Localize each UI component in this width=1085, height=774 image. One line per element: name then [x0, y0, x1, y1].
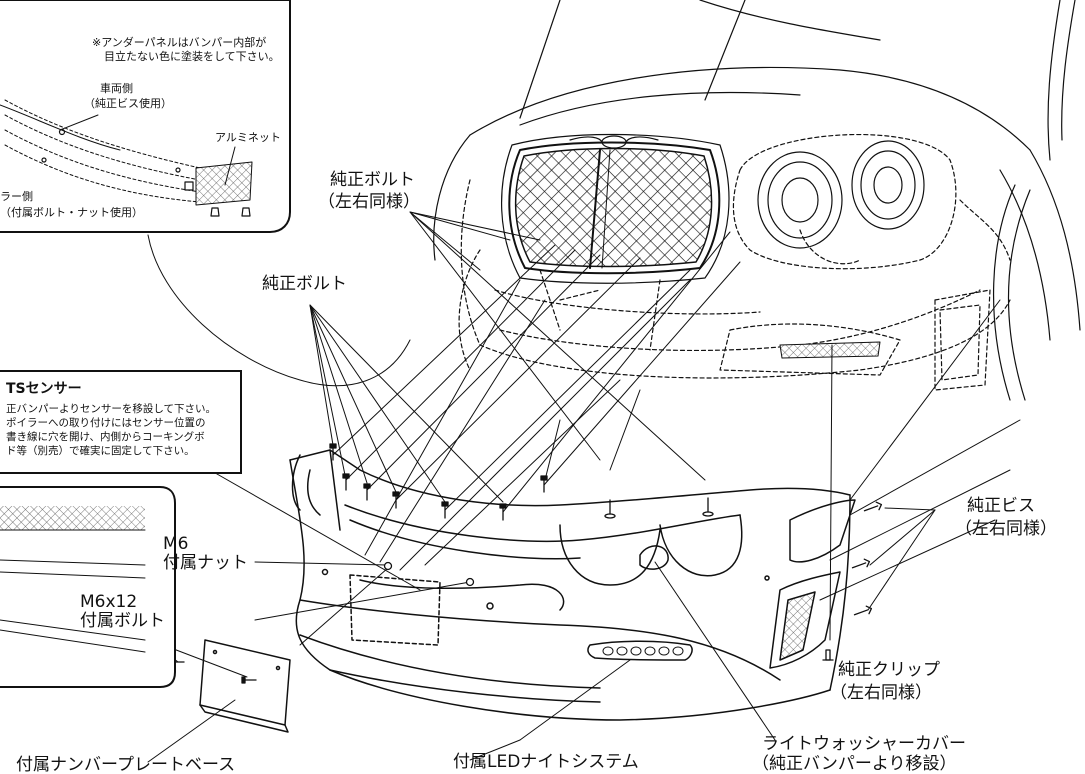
inset-note-line2: 目立たない色に塗装をして下さい。: [104, 50, 280, 63]
label-oem-bolt: 純正ボルト: [262, 274, 347, 294]
label-supplied-bolt: 付属ボルト: [80, 611, 165, 631]
sensor-note-line2: ポイラーへの取り付けにはセンサー位置の: [6, 417, 206, 429]
car-body-outline: [433, 0, 1081, 401]
headlights: [732, 133, 957, 270]
sensor-note-line4: ド等（別売）で確実に固定して下さい。: [6, 445, 195, 457]
leader-lines: [147, 211, 1021, 763]
label-supplied-nut: 付属ナット: [163, 553, 248, 573]
top-inset-detail: [0, 0, 291, 233]
inset-vehicle-side: 車両側: [100, 82, 133, 95]
label-oem-bolt-lr-sub: （左右同様）: [318, 192, 420, 212]
inset-spoiler-side: ラー側: [0, 190, 33, 203]
label-oem-screw-sub: （左右同様）: [955, 519, 1057, 539]
oem-vent: [779, 341, 881, 359]
sensor-note-line1: 正バンパーよりセンサーを移設して下さい。: [6, 403, 216, 415]
label-led-system: 付属LEDナイトシステム: [453, 752, 639, 772]
sensor-note-box: TSセンサー 正バンパーよりセンサーを移設して下さい。 ポイラーへの取り付けには…: [0, 370, 242, 474]
inset-vehicle-side-sub: （純正ビス使用）: [84, 97, 172, 110]
label-oem-clip-sub: （左右同様）: [830, 683, 932, 703]
front-spoiler: [289, 449, 856, 721]
bolts: [169, 443, 883, 684]
license-plate-base: [199, 639, 291, 733]
bentley-badge: [569, 135, 659, 149]
label-washer-cover-sub: （純正バンパーより移設）: [752, 754, 957, 774]
inset-spoiler-side-sub: （付属ボルト・ナット使用）: [0, 206, 143, 219]
label-m6: M6: [163, 534, 189, 554]
sensor-note-title: TSセンサー: [6, 381, 82, 397]
label-license-plate-base: 付属ナンバープレートベース: [16, 755, 236, 774]
inset-aluminum-net: アルミネット: [215, 131, 281, 144]
label-oem-clip: 純正クリップ: [838, 660, 940, 680]
sensor-note-line3: 書き線に穴を開け、内側からコーキングボ: [6, 431, 205, 443]
grille-mesh: [514, 147, 713, 268]
label-washer-cover: ライトウォッシャーカバー: [762, 734, 966, 754]
mid-left-inset: [0, 486, 176, 688]
label-oem-screw: 純正ビス: [967, 496, 1035, 516]
label-oem-bolt-lr: 純正ボルト: [330, 170, 415, 190]
inset-note-line1: ※アンダーパネルはバンパー内部が: [92, 36, 267, 49]
label-m6x12: M6x12: [80, 592, 138, 612]
